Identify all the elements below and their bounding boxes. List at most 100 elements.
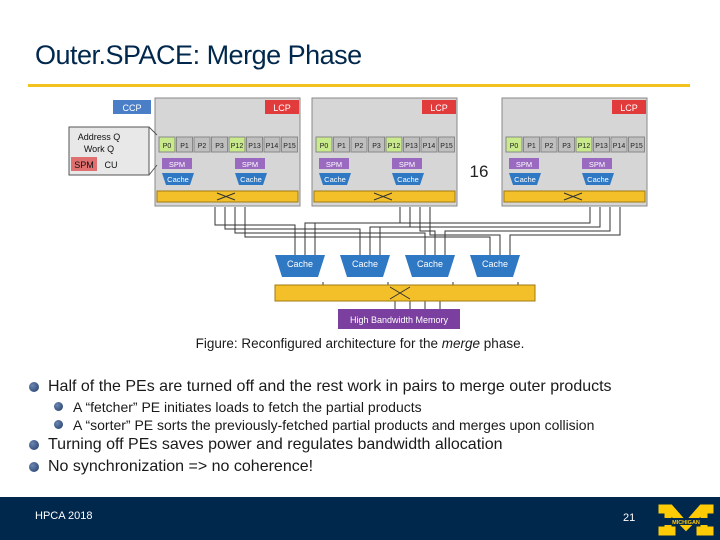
pe-box [315,136,333,153]
l1-cache-label: Cache [240,175,262,184]
pe-box [593,136,610,153]
pe-box [610,136,628,153]
tile-crossbar-x [216,192,236,201]
pe-label: P0 [320,143,329,150]
l2-cache-label: Cache [287,259,313,269]
page-number: 21 [623,512,636,524]
ccp-spm-label: SPM [74,160,94,170]
l1-cache-label: Cache [324,175,346,184]
tile-crossbar [156,190,299,203]
tile-crossbar [503,190,646,203]
spm-box [319,158,349,169]
bullet-list: Half of the PEs are turned off and the r… [28,376,718,478]
pe-box [333,136,350,153]
bullet-text: Turning off PEs saves power and regulate… [48,436,503,453]
spm-label: SPM [326,160,342,169]
pe-box [420,136,438,153]
bullet-item: Turning off PEs saves power and regulate… [28,434,718,456]
bullet-text: A “sorter” PE sorts the previously-fetch… [73,417,595,433]
ccp-callout [148,126,158,176]
pe-label: P12 [231,143,244,150]
l2-cache-box [470,255,520,277]
pe-label: P3 [215,143,224,150]
michigan-logo: MICHIGAN [657,503,715,537]
tile-crossbar-x [373,192,393,201]
pe-box [246,136,263,153]
spm-box [162,158,192,169]
pe-label: P1 [527,143,536,150]
pe-box [228,136,246,153]
spm-label: SPM [169,160,185,169]
pe-label: P1 [337,143,346,150]
tile-count-label: 16 [470,162,489,181]
bullet-item: Half of the PEs are turned off and the r… [28,376,718,398]
work-q-label: Work Q [84,144,114,154]
l1-cache-label: Cache [167,175,189,184]
caption-suffix: phase. [480,336,525,351]
pe-label: P13 [405,143,418,150]
pe-box [263,136,281,153]
l1-cache-box [162,173,194,185]
spm-label: SPM [589,160,605,169]
ccp-box [113,100,151,114]
tile-crossbar [313,190,456,203]
l2-cache-box [405,255,455,277]
bullet-text: No synchronization => no coherence! [48,458,314,475]
l1-cache-label: Cache [587,175,609,184]
spm-box [509,158,539,169]
pe-box [281,136,298,153]
spm-box [582,158,612,169]
pe-label: P12 [388,143,401,150]
spm-label: SPM [242,160,258,169]
pe-label: P2 [198,143,207,150]
l1-cache-label: Cache [514,175,536,184]
lcp-box-3 [612,100,646,114]
pe-label: P14 [266,143,279,150]
pe-box [438,136,455,153]
pe-box [350,136,368,153]
bullet-item: No synchronization => no coherence! [28,456,718,478]
title-underline [28,84,690,87]
pe-label: P0 [510,143,519,150]
bullet-dot-icon [54,402,63,411]
bullet-text: A “fetcher” PE initiates loads to fetch … [73,399,422,415]
l1-cache-label: Cache [397,175,419,184]
pe-box [505,136,523,153]
ccp-cu-label: CU [105,160,118,170]
sub-bullet-item: A “fetcher” PE initiates loads to fetch … [28,398,718,416]
pe-label: P2 [355,143,364,150]
pe-label: P12 [578,143,591,150]
bullet-dot-icon [29,440,39,450]
spm-box [392,158,422,169]
pe-box [158,136,176,153]
footer-bar: HPCA 2018 21 [0,497,720,540]
spm-label: SPM [399,160,415,169]
address-q-label: Address Q [78,132,121,142]
pe-label: P3 [562,143,571,150]
pe-label: P15 [440,143,453,150]
footer-conference: HPCA 2018 [35,510,93,522]
pe-box [368,136,385,153]
pe-box [385,136,403,153]
main-crossbar-x [389,286,411,300]
pe-box [540,136,558,153]
pe-box [628,136,645,153]
l2-cache-box [275,255,325,277]
l2-cache-box [340,255,390,277]
bullet-dot-icon [29,462,39,472]
l1-cache-box [582,173,614,185]
lcp-label-2: LCP [430,103,448,113]
pe-box [176,136,193,153]
pe-box [193,136,211,153]
l2-cache-label: Cache [417,259,443,269]
pe-label: P0 [163,143,172,150]
slide-title: Outer.SPACE: Merge Phase [35,40,362,70]
l2-cache-label: Cache [352,259,378,269]
pe-label: P14 [613,143,626,150]
l1-cache-box [392,173,424,185]
lcp-label-1: LCP [273,103,291,113]
pe-box [211,136,228,153]
main-crossbar [274,284,536,302]
